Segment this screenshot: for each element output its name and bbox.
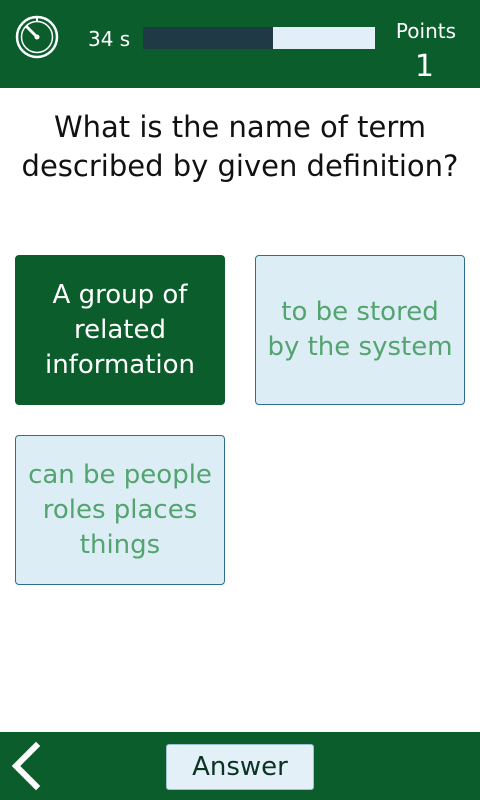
points-value: 1: [414, 49, 434, 84]
question-text: What is the name of term described by gi…: [21, 110, 459, 183]
chevron-left-icon: [11, 741, 41, 791]
points-label: Points: [395, 19, 456, 43]
answer-option-1[interactable]: A group of related information: [15, 255, 225, 405]
top-bar: 34 s Points 1: [0, 0, 480, 88]
back-button[interactable]: [6, 740, 52, 792]
time-progress-fill: [143, 27, 273, 49]
answer-option-label: can be people roles places things: [28, 459, 212, 560]
answer-option-label: A group of related information: [44, 279, 196, 380]
answer-option-3[interactable]: can be people roles places things: [15, 435, 225, 585]
answer-button[interactable]: Answer: [166, 744, 314, 790]
stopwatch-icon: [15, 15, 59, 59]
answer-option-2[interactable]: to be stored by the system: [255, 255, 465, 405]
answer-option-label: to be stored by the system: [267, 297, 453, 362]
bottom-bar: Answer: [0, 732, 480, 800]
time-progress-bar: [143, 27, 375, 49]
timer-text: 34 s: [88, 27, 131, 51]
